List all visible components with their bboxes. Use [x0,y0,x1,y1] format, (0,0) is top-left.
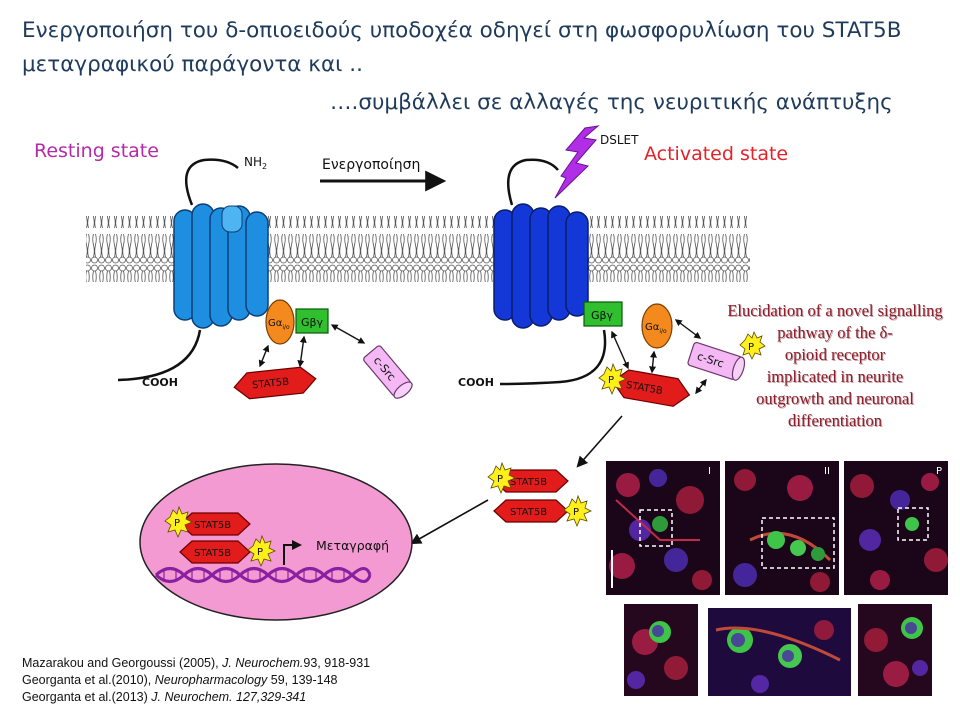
arrow-galpha-stat-activated [649,350,657,374]
dslet-ligand-icon [554,125,600,199]
resting-state-label: Resting state [34,140,159,162]
stat5b-dimer-nucleus: STAT5B STAT5B P P [164,505,276,568]
elucidation-text: Elucidation of a novel signalling pathwa… [722,300,948,432]
panel-3-tag: P [936,466,942,477]
phospho-csrc-label: P [748,342,754,353]
micrograph-zoom-2 [708,608,851,696]
phospho-nucleus-bottom-label: P [257,547,263,558]
arrow-stat-csrc-activated [695,378,707,395]
arrow-galpha-stat-resting [258,344,270,368]
slide-title-line2: ….συμβάλλει σε αλλαγές της νευριτικής αν… [330,90,893,115]
phospho-nucleus-top-label: P [174,518,180,529]
arrow-gbg-stat-resting [297,335,307,368]
stat5b-dimer-label-bottom: STAT5B [510,507,547,518]
references: Mazarakou and Georgoussi (2005), J. Neur… [22,655,370,706]
elucidation-line-2: pathway of the δ- [777,323,893,342]
arrow-to-nucleus [410,499,489,545]
reference-2: Georganta et al.(2010), Neuropharmacolog… [22,673,338,687]
g-alpha-label-resting: Gαi/o [268,318,290,331]
g-alpha-label-activated: Gαi/o [645,322,667,335]
micrograph-zoom-1 [624,604,698,696]
nh2-label: NH2 [244,155,267,171]
phospho-dimer-top-label: P [497,474,503,485]
receptor-activated [493,158,607,386]
micrograph-panel-3: P [844,461,948,595]
elucidation-line-6: differentiation [787,411,883,430]
activated-state-label: Activated state [644,143,789,165]
arrow-to-dimer [576,415,623,468]
panel-1-tag: I [708,466,711,477]
phospho-csrc: P [739,330,766,360]
stat5b-dimer-label-top: STAT5B [510,477,547,488]
stat5b-dimer-cytoplasm: STAT5B STAT5B P P [487,461,592,528]
cooh-label-resting: COOH [142,376,178,389]
cooh-label-activated: COOH [458,376,494,389]
arrow-gbg-csrc-resting [330,324,366,344]
arrow-galpha-csrc-activated [674,319,702,339]
phospho-dimer-bottom-label: P [573,507,579,518]
stat5b-activated [611,369,691,407]
g-alpha-resting [265,299,295,345]
phospho-stat5b-label: P [608,375,614,386]
activation-arrow-label: Ενεργοποίηση [322,157,420,173]
micrograph-panel-2: II [725,461,839,595]
c-src-activated: c-Src [687,341,746,381]
dslet-label: DSLET [600,133,639,147]
micrograph-panel-1: I [606,461,720,595]
receptor-resting [117,158,269,382]
stat5b-resting [233,366,317,400]
stat5b-nucleus-label-bottom: STAT5B [194,548,231,559]
dna-helix [154,567,372,583]
g-alpha-activated [641,303,673,349]
elucidation-line-3: opioid receptor [784,345,886,364]
transcription-start-arrow [283,540,302,565]
c-src-resting: c-Src [363,345,413,399]
stat5b-nucleus-label-top: STAT5B [194,520,231,531]
reference-1: Mazarakou and Georgoussi (2005), J. Neur… [22,656,371,670]
transcription-label: Μεταγραφή [316,538,389,553]
arrow-gbg-stat-activated [611,330,629,370]
g-betagamma-activated [583,301,623,327]
g-betagamma-resting [295,308,329,334]
elucidation-line-5: outgrowth and neuronal [756,389,914,408]
micrograph-zoom-3 [858,604,932,696]
elucidation-line-4: implicated in neurite [766,367,904,386]
reference-3: Georganta et al.(2013) J. Neurochem. 127… [22,690,307,704]
g-betagamma-label-activated: Gβγ [591,309,614,322]
slide-title-line1: Ενεργοποιήση του δ-οπιοειδούς υποδοχέα ο… [22,18,902,77]
elucidation-line-1: Elucidation of a novel signalling [727,301,943,320]
g-betagamma-label-resting: Gβγ [301,316,324,329]
panel-2-tag: II [824,466,830,477]
stat5b-label-resting: STAT5B [252,377,290,392]
